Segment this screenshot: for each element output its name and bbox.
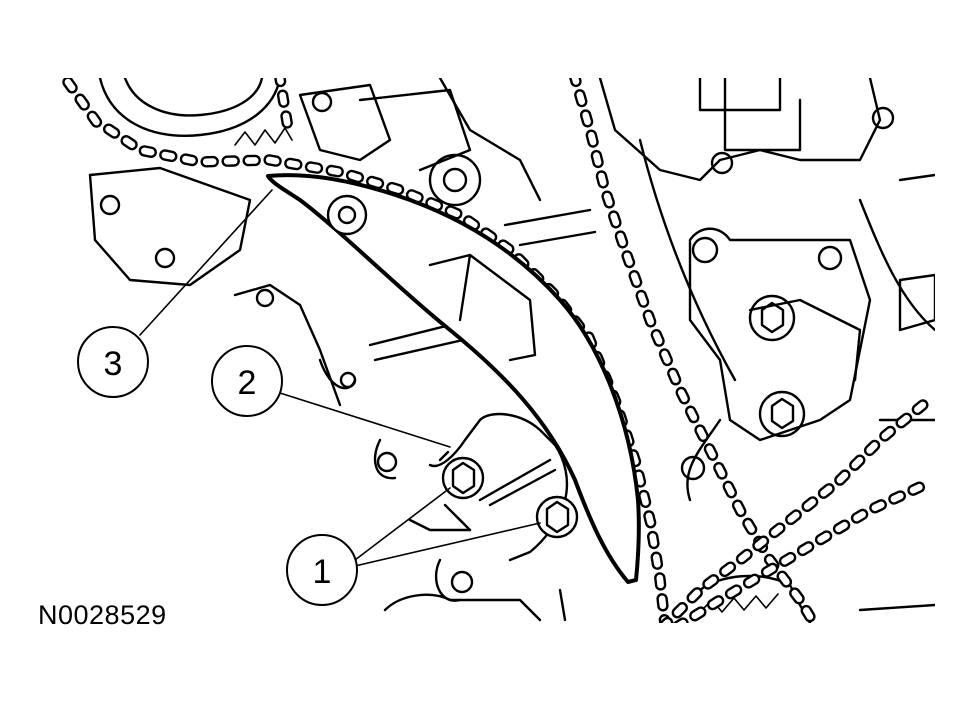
chain-link bbox=[850, 508, 869, 524]
chain-link bbox=[675, 386, 691, 405]
tensioner-pivot-bolt bbox=[326, 194, 368, 236]
chain-link bbox=[574, 89, 588, 108]
callout-3: 3 bbox=[77, 326, 149, 398]
chain-link bbox=[614, 230, 629, 249]
chain-link bbox=[656, 616, 674, 623]
chain-link bbox=[200, 155, 219, 168]
chain-link bbox=[658, 348, 673, 367]
chain-link bbox=[760, 562, 779, 578]
chain-link bbox=[684, 405, 700, 424]
chain-link bbox=[304, 161, 324, 174]
chain-link bbox=[911, 399, 929, 416]
chain-link bbox=[221, 155, 240, 167]
chain-link bbox=[814, 530, 833, 546]
chain-link bbox=[895, 412, 913, 429]
chain-link bbox=[74, 93, 90, 111]
chain-link bbox=[654, 572, 667, 591]
chain-link bbox=[621, 250, 636, 269]
chain-link bbox=[179, 153, 199, 167]
chain-link bbox=[834, 469, 851, 486]
chain-link bbox=[284, 157, 303, 171]
chain-link bbox=[638, 489, 652, 508]
chain-link bbox=[869, 499, 887, 514]
chain-link bbox=[778, 551, 797, 567]
chain-link bbox=[601, 190, 616, 209]
chain-link bbox=[667, 367, 682, 386]
chain-link bbox=[86, 110, 103, 128]
chain-link bbox=[789, 587, 805, 605]
callout-2: 2 bbox=[211, 345, 283, 417]
chain-link bbox=[345, 169, 365, 184]
chain-link bbox=[706, 595, 725, 611]
chain-link bbox=[607, 210, 622, 229]
chain-link bbox=[776, 570, 793, 588]
tensioner-bolt bbox=[535, 495, 579, 539]
chain-link bbox=[656, 593, 669, 612]
chain-link bbox=[120, 135, 138, 151]
chain-link bbox=[650, 328, 665, 347]
chain-link bbox=[879, 425, 897, 442]
chain-link bbox=[719, 561, 737, 578]
chain-link bbox=[722, 480, 738, 499]
chain-link bbox=[273, 78, 287, 88]
chain-link bbox=[568, 78, 582, 88]
chain-link bbox=[742, 573, 761, 589]
callout-1: 1 bbox=[286, 534, 358, 606]
chain-link bbox=[590, 149, 604, 169]
chain-link bbox=[796, 541, 815, 557]
callout-1-label: 1 bbox=[313, 553, 332, 591]
chain-link bbox=[832, 519, 851, 535]
chain-link bbox=[735, 548, 753, 565]
chain-link bbox=[325, 164, 344, 178]
callout-2-label: 2 bbox=[238, 364, 257, 402]
chain-link bbox=[742, 517, 758, 536]
chain-link bbox=[650, 551, 664, 570]
chain-link bbox=[768, 522, 786, 539]
chain-link bbox=[801, 496, 819, 512]
tensioner-bolt bbox=[441, 456, 485, 500]
chain-link bbox=[595, 170, 609, 189]
chain-link bbox=[731, 499, 747, 518]
chain-link bbox=[817, 483, 835, 499]
engine-casting-outline bbox=[88, 78, 935, 623]
chain-link bbox=[686, 587, 703, 604]
chain-link bbox=[102, 123, 121, 139]
chain-link bbox=[888, 490, 906, 505]
chain-link bbox=[689, 606, 707, 622]
chain-link bbox=[280, 110, 293, 129]
chain-link bbox=[724, 584, 743, 600]
chain-link bbox=[642, 309, 657, 328]
chain-link bbox=[863, 439, 881, 457]
chain-link bbox=[907, 481, 926, 496]
chain-link bbox=[849, 454, 866, 471]
chain-link bbox=[752, 535, 770, 552]
chain-link bbox=[671, 602, 688, 619]
chain-link bbox=[263, 154, 282, 167]
chain-link bbox=[138, 145, 157, 158]
chain-link bbox=[703, 443, 719, 461]
chain-link bbox=[242, 154, 261, 167]
chain-link bbox=[800, 604, 816, 623]
chain-link bbox=[647, 530, 660, 550]
chain-link bbox=[628, 270, 643, 288]
chain-link bbox=[713, 461, 728, 480]
leader-lines bbox=[139, 189, 541, 567]
callout-3-label: 3 bbox=[104, 345, 123, 383]
chain-link bbox=[585, 129, 599, 148]
chain-link bbox=[643, 510, 657, 529]
chain-link bbox=[62, 78, 78, 94]
chain-link bbox=[671, 617, 689, 623]
figure-id-label: N0028529 bbox=[38, 600, 167, 630]
chain-link bbox=[635, 289, 650, 308]
chain-link bbox=[785, 509, 802, 526]
chain-link bbox=[276, 89, 290, 108]
chain-link bbox=[579, 109, 594, 128]
chain-link bbox=[694, 424, 709, 443]
chain-link bbox=[702, 574, 720, 590]
chain-link bbox=[159, 149, 178, 163]
tensioner-arm bbox=[266, 173, 641, 584]
